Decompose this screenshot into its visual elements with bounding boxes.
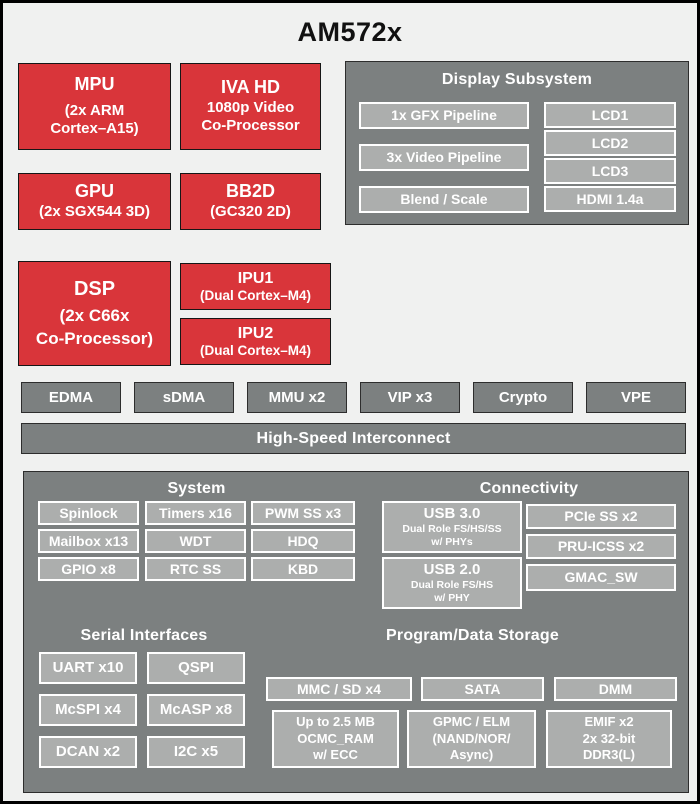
system-section-title: System xyxy=(167,480,226,497)
usb2-box: USB 2.0 Dual Role FS/HS w/ PHY xyxy=(382,557,522,609)
ocmc-line: Up to 2.5 MB xyxy=(296,713,375,729)
mailbox-box: Mailbox x13 xyxy=(38,529,139,553)
chip-title: AM572x xyxy=(297,17,403,47)
ocmc-line: w/ ECC xyxy=(313,747,358,763)
edma-box: EDMA xyxy=(21,382,121,413)
block-bb2d: BB2D (GC320 2D) xyxy=(180,173,321,230)
timers-box: Timers x16 xyxy=(145,501,246,525)
serial-section-title: Serial Interfaces xyxy=(80,627,208,644)
usb3-name: USB 3.0 xyxy=(423,504,481,522)
block-gpu: GPU (2x SGX544 3D) xyxy=(18,173,171,230)
vpe-box: VPE xyxy=(586,382,686,413)
block-ipu2-line: (Dual Cortex–M4) xyxy=(199,343,312,358)
block-ipu1: IPU1 (Dual Cortex–M4) xyxy=(180,263,331,310)
video-pipeline-box: 3x Video Pipeline xyxy=(359,144,529,171)
mmc-sd-box: MMC / SD x4 xyxy=(266,677,412,701)
block-iva-title: IVA HD xyxy=(220,76,280,97)
vip-box: VIP x3 xyxy=(360,382,460,413)
display-subsystem-panel: Display Subsystem 1x GFX Pipeline 3x Vid… xyxy=(345,61,689,225)
hdq-box: HDQ xyxy=(251,529,355,553)
pwm-ss-box: PWM SS x3 xyxy=(251,501,355,525)
emif-line: 2x 32-bit xyxy=(582,730,636,746)
gmac-sw-box: GMAC_SW xyxy=(526,564,676,591)
gpmc-elm-box: GPMC / ELM (NAND/NOR/ Async) xyxy=(407,710,536,768)
usb3-box: USB 3.0 Dual Role FS/HS/SS w/ PHYs xyxy=(382,501,522,553)
block-dsp-line: Co-Processor) xyxy=(35,328,154,348)
connectivity-section-title: Connectivity xyxy=(479,480,579,497)
block-iva-line: 1080p Video xyxy=(206,98,295,116)
sdma-box: sDMA xyxy=(134,382,234,413)
ocmc-ram-box: Up to 2.5 MB OCMC_RAM w/ ECC xyxy=(272,710,399,768)
rtc-ss-box: RTC SS xyxy=(145,557,246,581)
sata-box: SATA xyxy=(421,677,544,701)
block-ipu2-title: IPU2 xyxy=(237,324,274,342)
block-gpu-line: (2x SGX544 3D) xyxy=(39,202,150,220)
block-mpu-line: (2x ARM xyxy=(64,101,125,119)
gpmc-line: GPMC / ELM xyxy=(432,713,511,729)
crypto-box: Crypto xyxy=(473,382,573,413)
display-subsystem-title: Display Subsystem xyxy=(441,71,593,88)
mcspi-box: McSPI x4 xyxy=(39,694,137,726)
lcd3-box: LCD3 xyxy=(544,158,676,184)
peripherals-panel: System Spinlock Timers x16 PWM SS x3 Mai… xyxy=(23,471,689,793)
storage-section-title: Program/Data Storage xyxy=(386,627,559,644)
block-gpu-title: GPU xyxy=(74,181,114,202)
block-ipu2: IPU2 (Dual Cortex–M4) xyxy=(180,318,331,365)
lcd1-box: LCD1 xyxy=(544,102,676,128)
blend-scale-box: Blend / Scale xyxy=(359,186,529,213)
i2c-box: I2C x5 xyxy=(147,736,245,768)
block-mpu: MPU (2x ARM Cortex–A15) xyxy=(18,63,171,150)
high-speed-interconnect-bar: High-Speed Interconnect xyxy=(21,423,686,454)
gpmc-line: (NAND/NOR/ xyxy=(432,730,511,746)
pcie-box: PCIe SS x2 xyxy=(526,504,676,529)
dcan-box: DCAN x2 xyxy=(39,736,137,768)
block-dsp-line: (2x C66x xyxy=(59,306,130,326)
kbd-box: KBD xyxy=(251,557,355,581)
ocmc-line: OCMC_RAM xyxy=(297,730,374,746)
gpio-box: GPIO x8 xyxy=(38,557,139,581)
hdmi-box: HDMI 1.4a xyxy=(544,186,676,212)
emif-line: DDR3(L) xyxy=(583,747,635,763)
pru-icss-box: PRU-ICSS x2 xyxy=(526,534,676,559)
block-bb2d-title: BB2D xyxy=(225,181,275,202)
gfx-pipeline-box: 1x GFX Pipeline xyxy=(359,102,529,129)
usb3-sub: Dual Role FS/HS/SS xyxy=(402,522,502,535)
block-iva-line: Co-Processor xyxy=(201,117,300,135)
usb3-sub: w/ PHYs xyxy=(431,536,473,548)
dmm-box: DMM xyxy=(554,677,677,701)
block-iva-hd: IVA HD 1080p Video Co-Processor xyxy=(180,63,321,150)
wdt-box: WDT xyxy=(145,529,246,553)
gpmc-line: Async) xyxy=(449,747,494,763)
mcasp-box: McASP x8 xyxy=(147,694,245,726)
block-ipu1-line: (Dual Cortex–M4) xyxy=(199,288,312,303)
mmu-box: MMU x2 xyxy=(247,382,347,413)
block-mpu-title: MPU xyxy=(74,73,115,94)
block-dsp-title: DSP xyxy=(73,278,116,301)
uart-box: UART x10 xyxy=(39,652,137,684)
emif-box: EMIF x2 2x 32-bit DDR3(L) xyxy=(546,710,672,768)
block-ipu1-title: IPU1 xyxy=(237,269,274,287)
usb2-name: USB 2.0 xyxy=(423,560,481,578)
emif-line: EMIF x2 xyxy=(584,713,634,729)
usb2-sub: w/ PHY xyxy=(434,592,470,604)
block-mpu-line: Cortex–A15) xyxy=(50,120,139,138)
block-bb2d-line: (GC320 2D) xyxy=(210,202,291,220)
qspi-box: QSPI xyxy=(147,652,245,684)
block-dsp: DSP (2x C66x Co-Processor) xyxy=(18,261,171,366)
lcd2-box: LCD2 xyxy=(544,130,676,156)
usb2-sub: Dual Role FS/HS xyxy=(410,578,494,591)
spinlock-box: Spinlock xyxy=(38,501,139,525)
